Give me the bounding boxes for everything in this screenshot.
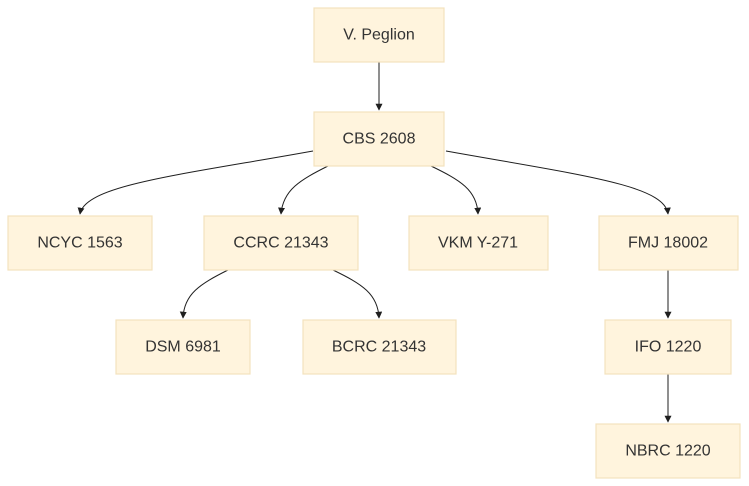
node-label: V. Peglion — [343, 27, 414, 44]
node-ifo1220[interactable]: IFO 1220 — [604, 319, 732, 375]
edges — [77, 62, 672, 423]
edge-cbs2608-ccrc21343 — [278, 165, 329, 215]
node-label: DSM 6981 — [145, 339, 221, 356]
node-ccrc21343[interactable]: CCRC 21343 — [203, 215, 359, 271]
node-fmj18002[interactable]: FMJ 18002 — [598, 215, 739, 271]
edge-ccrc21343-dsm6981 — [179, 269, 229, 319]
node-label: BCRC 21343 — [332, 339, 426, 356]
node-peglion[interactable]: V. Peglion — [313, 7, 445, 63]
node-ncyc1563[interactable]: NCYC 1563 — [7, 215, 153, 271]
node-bcrc21343[interactable]: BCRC 21343 — [302, 319, 457, 375]
node-label: NBRC 1220 — [625, 443, 710, 460]
node-label: CCRC 21343 — [233, 235, 328, 252]
node-label: IFO 1220 — [635, 339, 702, 356]
node-label: NCYC 1563 — [37, 235, 122, 252]
node-cbs2608[interactable]: CBS 2608 — [313, 111, 445, 167]
node-dsm6981[interactable]: DSM 6981 — [115, 319, 251, 375]
node-nbrc1220[interactable]: NBRC 1220 — [595, 423, 741, 479]
edge-cbs2608-ncyc1563 — [77, 150, 314, 215]
edge-ccrc21343-bcrc21343 — [332, 269, 383, 319]
edge-cbs2608-vkmy271 — [430, 165, 482, 215]
node-label: VKM Y-271 — [438, 235, 518, 252]
node-label: CBS 2608 — [343, 131, 416, 148]
node-label: FMJ 18002 — [628, 235, 708, 252]
edge-cbs2608-fmj18002 — [445, 150, 671, 215]
node-vkmy271[interactable]: VKM Y-271 — [408, 215, 549, 271]
